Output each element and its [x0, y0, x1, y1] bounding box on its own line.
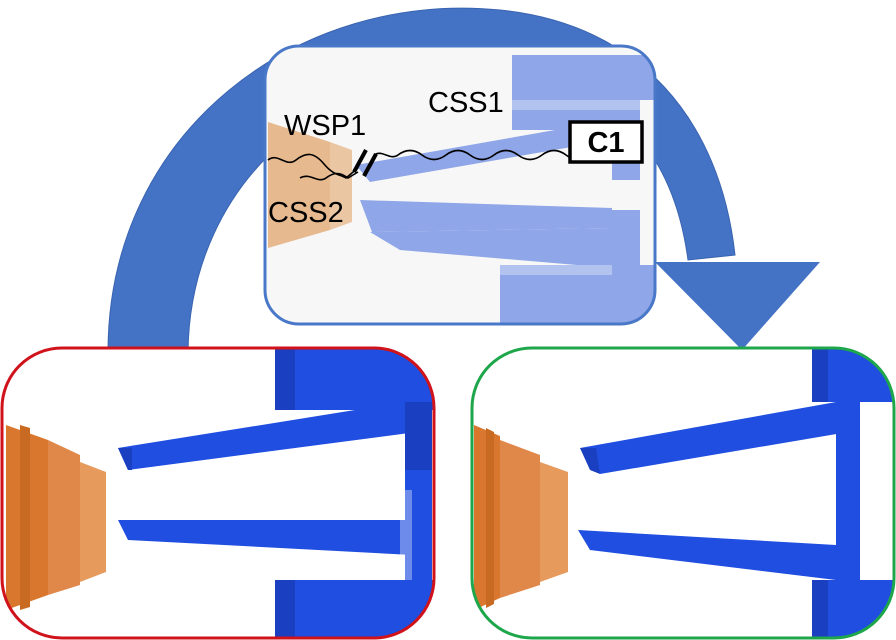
- right-panel: [470, 346, 896, 640]
- top-panel-border: [263, 44, 657, 326]
- faded-gripper-jaw: [356, 55, 655, 324]
- label-css1: CSS1: [428, 87, 504, 119]
- left-nozzle-cone: [6, 425, 106, 610]
- left-panel: [0, 346, 436, 640]
- wire-wsp1: [267, 153, 359, 179]
- c1-box: [568, 120, 644, 164]
- label-wsp1: WSP1: [284, 110, 366, 142]
- label-css2: CSS2: [268, 197, 344, 229]
- wire-css1: [373, 139, 616, 161]
- label-c1: C1: [587, 127, 624, 159]
- right-panel-border: [470, 346, 896, 640]
- capacitor-symbol: [352, 149, 378, 177]
- left-panel-border: [0, 346, 436, 640]
- top-panel: C1 WSP1 CSS1 CSS2: [263, 44, 657, 326]
- wire-css2: [299, 171, 359, 181]
- right-gripper-jaw: [578, 348, 894, 638]
- left-gripper-jaw: [118, 348, 434, 638]
- right-nozzle-cone: [474, 425, 568, 610]
- faded-nozzle-cone: [268, 122, 352, 248]
- curved-arrow-head: [655, 262, 820, 350]
